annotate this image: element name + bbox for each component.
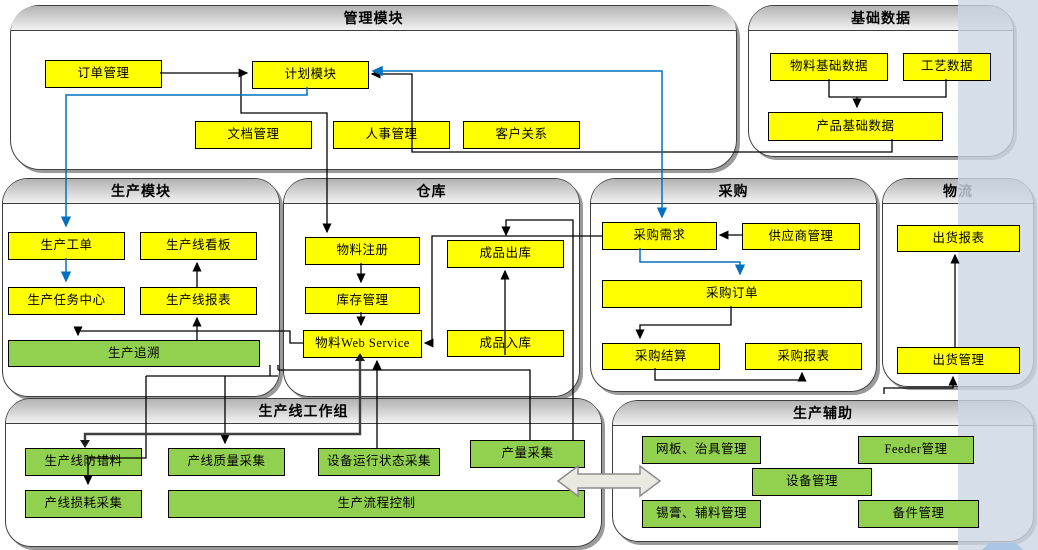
box-purchase-demand: 采购需求: [602, 222, 717, 250]
box-material-base-data: 物料基础数据: [770, 53, 888, 81]
box-spare-parts-management: 备件管理: [858, 500, 979, 528]
box-process-data: 工艺数据: [903, 53, 991, 81]
box-material-web-service: 物料Web Service: [303, 330, 422, 358]
box-output-collection: 产量采集: [470, 440, 585, 468]
box-line-kanban: 生产线看板: [140, 232, 257, 260]
box-purchase-order: 采购订单: [602, 280, 862, 308]
box-purchase-report: 采购报表: [745, 343, 862, 370]
box-product-base-data: 产品基础数据: [768, 112, 943, 141]
box-equipment-status-collection: 设备运行状态采集: [318, 448, 440, 476]
box-shipping-management: 出货管理: [897, 347, 1020, 374]
box-solder-paste-management: 锡膏、辅料管理: [642, 500, 761, 528]
box-line-report: 生产线报表: [140, 287, 257, 315]
box-document-management: 文档管理: [195, 121, 312, 149]
module-warehouse-title: 仓库: [284, 179, 579, 204]
box-supplier-management: 供应商管理: [742, 223, 860, 250]
background-band: [958, 0, 1038, 550]
module-warehouse: 仓库: [283, 178, 580, 397]
box-inventory-management: 库存管理: [305, 287, 420, 314]
box-fg-outbound: 成品出库: [447, 240, 564, 268]
module-management: 管理模块: [10, 5, 737, 170]
box-process-control: 生产流程控制: [168, 490, 585, 518]
module-management-title: 管理模块: [11, 6, 736, 31]
module-workgroup-title: 生产线工作组: [6, 399, 601, 424]
box-production-work-order: 生产工单: [8, 232, 125, 260]
box-fg-inbound: 成品入库: [447, 330, 564, 357]
box-hr-management: 人事管理: [333, 121, 450, 149]
box-task-center: 生产任务中心: [8, 287, 125, 315]
box-stencil-jig-management: 网板、治具管理: [642, 436, 761, 464]
box-shipping-report: 出货报表: [897, 225, 1020, 252]
module-purchase: 采购: [590, 178, 877, 392]
module-production-title: 生产模块: [3, 179, 279, 204]
box-equipment-management: 设备管理: [752, 468, 872, 496]
module-purchase-title: 采购: [591, 179, 876, 204]
box-customer-relations: 客户关系: [463, 121, 580, 149]
box-loss-collection: 产线损耗采集: [25, 490, 142, 518]
box-plan-module: 计划模块: [252, 61, 369, 89]
box-quality-collection: 产线质量采集: [168, 448, 285, 476]
box-error-proofing: 生产线防错料: [25, 448, 142, 476]
box-feeder-management: Feeder管理: [858, 436, 974, 464]
box-order-management: 订单管理: [45, 60, 162, 88]
box-material-register: 物料注册: [305, 237, 420, 265]
box-purchase-settlement: 采购结算: [602, 343, 720, 370]
box-production-trace: 生产追溯: [8, 340, 260, 367]
